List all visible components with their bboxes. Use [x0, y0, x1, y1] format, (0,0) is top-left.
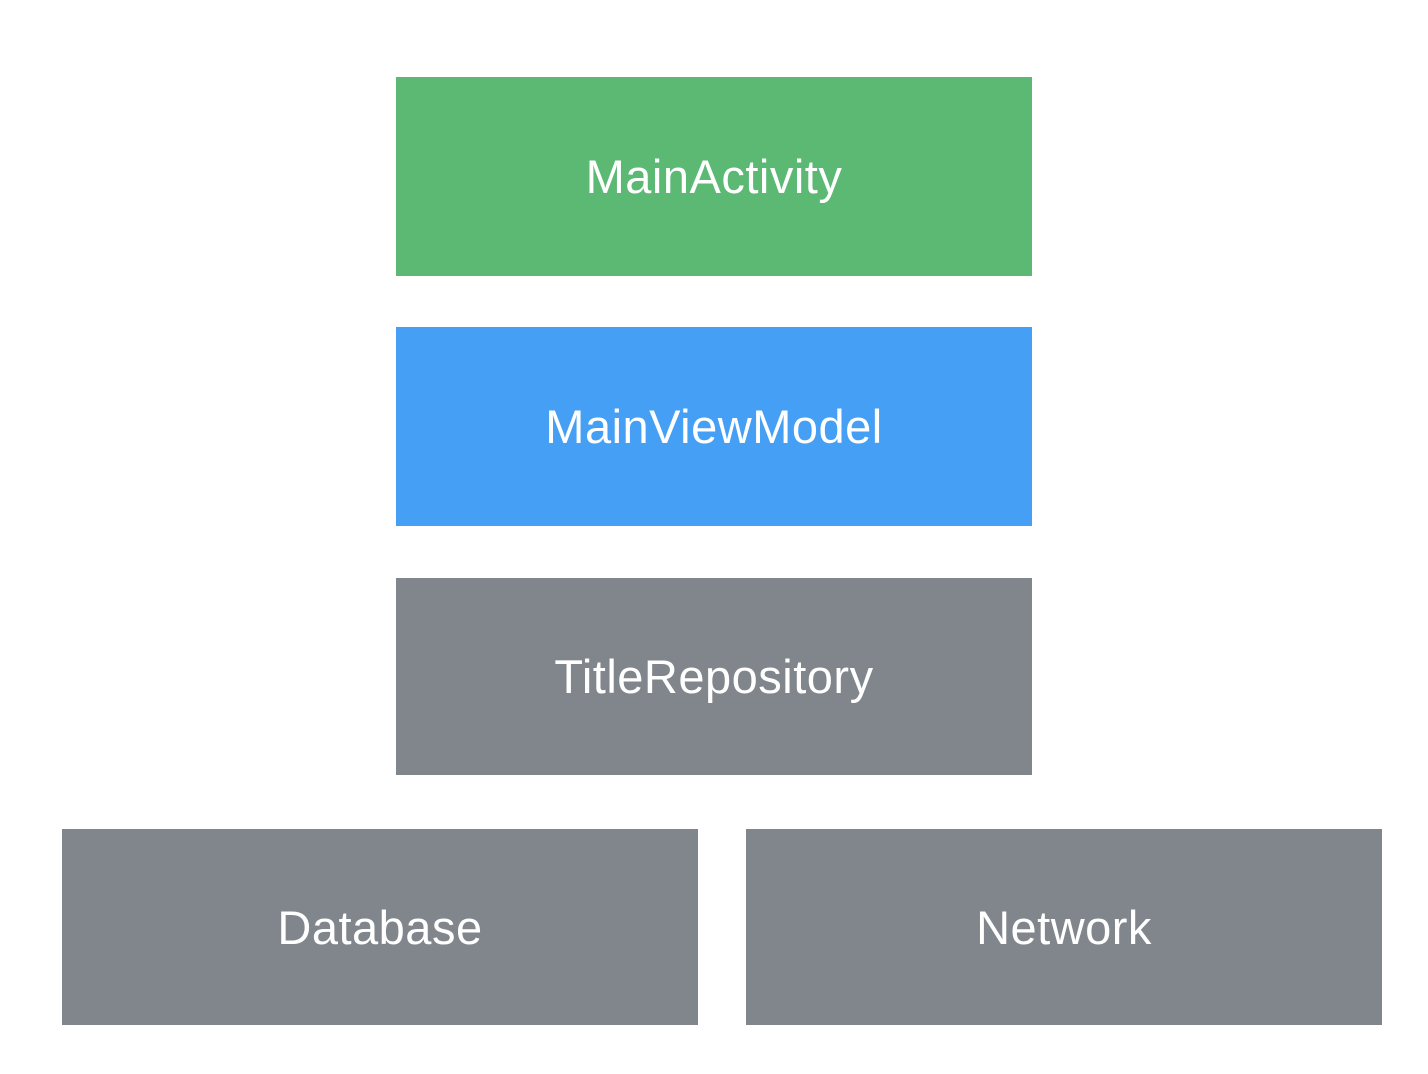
- node-main-activity: MainActivity: [396, 77, 1032, 276]
- node-title-repository-label: TitleRepository: [554, 650, 874, 703]
- node-main-view-model-label: MainViewModel: [545, 400, 883, 453]
- node-main-view-model: MainViewModel: [396, 327, 1032, 526]
- node-title-repository: TitleRepository: [396, 578, 1032, 775]
- node-main-activity-label: MainActivity: [585, 150, 843, 203]
- node-network: Network: [746, 829, 1382, 1025]
- node-database: Database: [62, 829, 698, 1025]
- node-database-label: Database: [277, 900, 483, 954]
- node-network-label: Network: [976, 900, 1152, 954]
